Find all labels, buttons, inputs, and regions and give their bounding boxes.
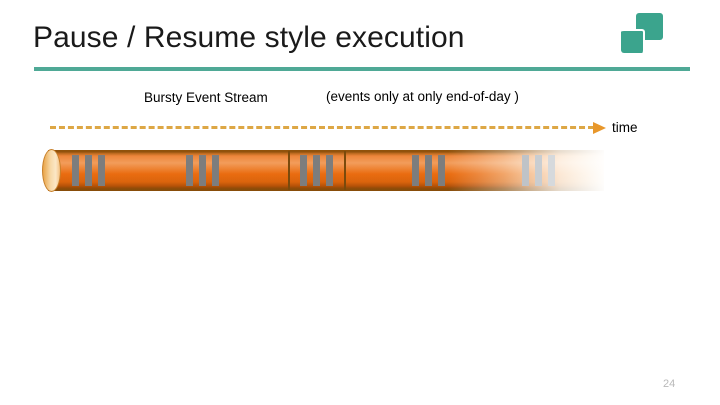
event-tick	[326, 155, 333, 186]
cylinder-segment-divider	[288, 151, 290, 190]
event-tick	[186, 155, 193, 186]
logo-square-small	[621, 29, 645, 53]
event-burst-group-faded	[522, 155, 555, 186]
event-tick	[313, 155, 320, 186]
event-tick	[412, 155, 419, 186]
event-tick	[425, 155, 432, 186]
page-number: 24	[663, 378, 676, 390]
event-tick	[72, 155, 79, 186]
time-axis-arrow-icon	[593, 121, 606, 134]
caption-events-note: (events only at only end-of-day )	[326, 89, 519, 104]
event-tick	[535, 155, 542, 186]
caption-bursty-event-stream: Bursty Event Stream	[144, 90, 268, 105]
event-stream-cylinder	[42, 149, 608, 192]
event-tick	[199, 155, 206, 186]
event-tick	[548, 155, 555, 186]
title-underline-rule	[34, 67, 690, 71]
event-tick	[212, 155, 219, 186]
event-burst-group	[72, 155, 105, 186]
time-axis-dashed-line	[50, 126, 594, 129]
event-tick	[98, 155, 105, 186]
cylinder-segment-divider	[344, 151, 346, 190]
event-tick	[85, 155, 92, 186]
event-tick	[300, 155, 307, 186]
event-tick	[438, 155, 445, 186]
time-axis	[50, 121, 606, 134]
event-burst-group	[300, 155, 333, 186]
time-axis-label: time	[612, 120, 638, 135]
event-burst-group	[186, 155, 219, 186]
teal-squares-logo	[612, 11, 672, 61]
cylinder-left-end-cap	[42, 149, 61, 192]
event-tick	[522, 155, 529, 186]
event-burst-group	[412, 155, 445, 186]
page-title: Pause / Resume style execution	[33, 21, 465, 54]
